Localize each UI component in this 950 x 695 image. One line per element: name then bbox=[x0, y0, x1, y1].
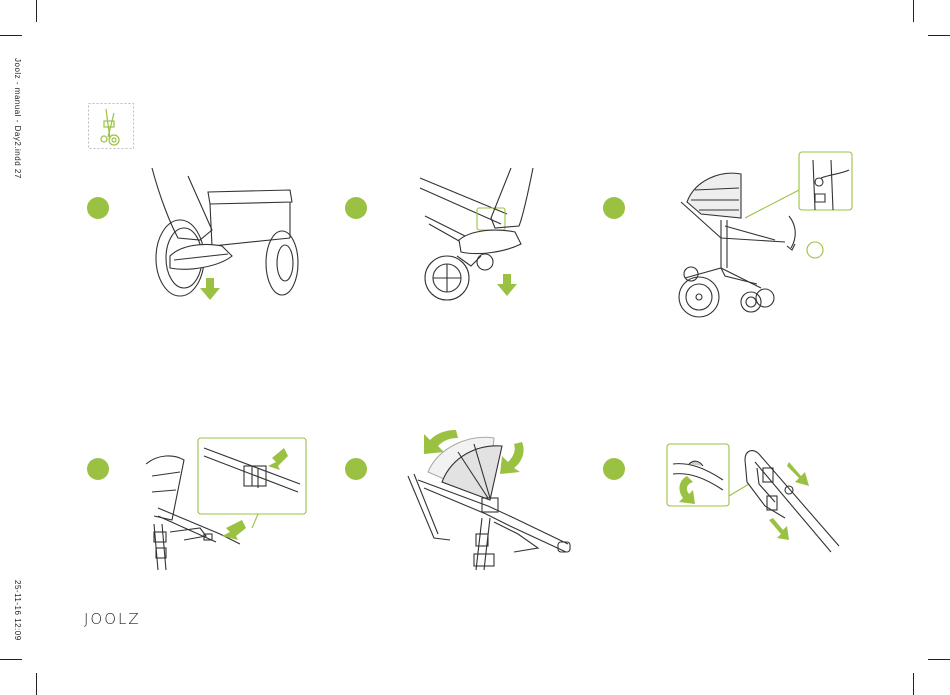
crop-mark bbox=[913, 673, 914, 695]
step-1-illustration bbox=[140, 168, 300, 308]
crop-mark bbox=[928, 659, 950, 660]
step-3-illustration bbox=[665, 150, 860, 327]
brand-logo: JOOLZ bbox=[84, 610, 141, 628]
step-6-marker bbox=[603, 458, 625, 480]
crop-mark bbox=[928, 35, 950, 36]
step-4-illustration bbox=[140, 436, 310, 577]
step-2-illustration bbox=[415, 168, 555, 308]
folded-stroller-icon bbox=[88, 103, 134, 154]
step-2-marker bbox=[345, 197, 367, 219]
print-date-text: 25-11-16 12:09 bbox=[13, 580, 22, 641]
crop-mark bbox=[36, 673, 37, 695]
crop-mark bbox=[36, 0, 37, 22]
green-arrow-icon bbox=[497, 274, 517, 296]
step-4-marker bbox=[87, 458, 109, 480]
crop-mark bbox=[0, 659, 22, 660]
step-6-illustration bbox=[665, 440, 845, 565]
step-5-illustration bbox=[398, 418, 578, 577]
step-1-marker bbox=[87, 197, 109, 219]
crop-mark bbox=[0, 35, 22, 36]
step-3-marker bbox=[603, 197, 625, 219]
file-info-text: Joolz - manual - Day2.indd 27 bbox=[13, 58, 22, 179]
step-5-marker bbox=[345, 458, 367, 480]
crop-mark bbox=[913, 0, 914, 22]
green-arrow-icon bbox=[200, 278, 220, 300]
